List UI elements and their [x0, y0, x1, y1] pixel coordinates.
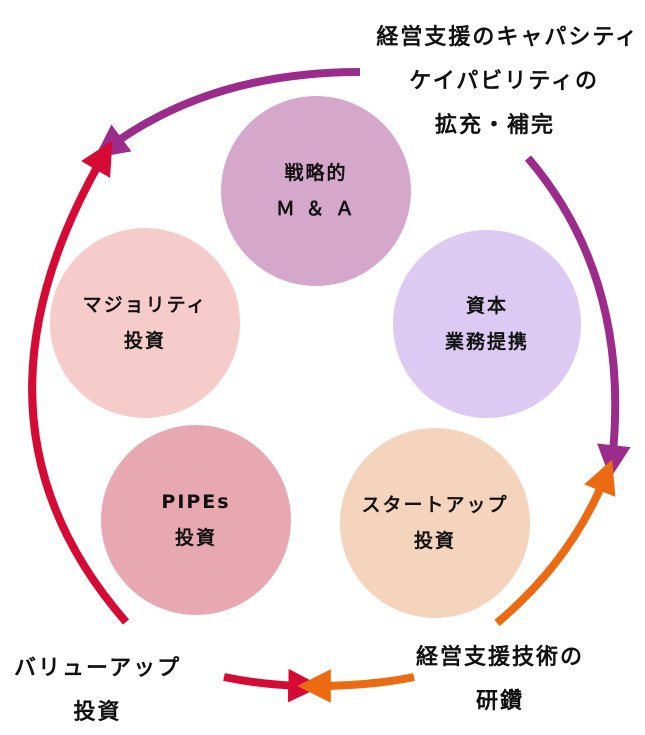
orange-arrow-right-arc — [494, 459, 616, 627]
circle-majority-investment-text: マジョリティ 投資 — [83, 287, 208, 359]
circle-capital-alliance-text: 資本 業務提携 — [445, 288, 529, 360]
circle-startup-investment-text: スタートアップ 投資 — [361, 487, 508, 559]
label-management-support-line1: 経営支援技術の — [416, 645, 585, 670]
label-capacity-line1: 経営支援のキャパシティ — [376, 25, 639, 50]
label-management-support-tech: 経営支援技術の 研鑽 — [416, 636, 584, 724]
label-capacity-capability: 経営支援のキャパシティ ケイパビリティの 拡充・補完 — [376, 16, 639, 148]
circle-majority-investment-line1: マジョリティ — [82, 294, 208, 316]
label-value-up-investment: バリューアップ 投資 — [14, 647, 181, 735]
circle-startup-investment: スタートアップ 投資 — [340, 428, 530, 618]
purple-arrow-top — [94, 68, 361, 159]
label-management-support-line2: 研鑽 — [476, 689, 525, 714]
purple-arrow-right — [524, 155, 631, 479]
red-arrow-left-arc — [28, 140, 130, 625]
circle-strategic-ma-text: 戦略的 Ｍ ＆ Ａ — [276, 155, 356, 227]
circle-strategic-ma-line2: Ｍ ＆ Ａ — [275, 198, 357, 220]
circle-pipes-investment: PIPEs 投資 — [101, 425, 291, 615]
red-arrow-bottom — [223, 668, 322, 703]
circle-strategic-ma-line1: 戦略的 — [284, 162, 348, 184]
label-capacity-line3: 拡充・補完 — [434, 113, 555, 138]
circle-startup-investment-line1: スタートアップ — [361, 494, 509, 516]
circle-pipes-investment-line2: 投資 — [174, 527, 217, 549]
label-value-up-line1: バリューアップ — [14, 656, 182, 681]
orange-arrow-bottom — [297, 669, 415, 703]
circle-capital-alliance-line2: 業務提携 — [444, 331, 529, 353]
label-value-up-line2: 投資 — [73, 700, 122, 725]
circle-pipes-investment-text: PIPEs 投資 — [161, 484, 230, 556]
circle-pipes-investment-line1: PIPEs — [161, 491, 231, 513]
circle-capital-alliance-line1: 資本 — [465, 295, 508, 317]
circle-capital-alliance: 資本 業務提携 — [393, 230, 581, 418]
label-capacity-line2: ケイパビリティの — [409, 69, 599, 94]
circle-strategic-ma: 戦略的 Ｍ ＆ Ａ — [221, 96, 411, 286]
circle-startup-investment-line2: 投資 — [413, 530, 456, 552]
circle-majority-investment-line2: 投資 — [123, 330, 166, 352]
circle-majority-investment: マジョリティ 投資 — [50, 228, 240, 418]
